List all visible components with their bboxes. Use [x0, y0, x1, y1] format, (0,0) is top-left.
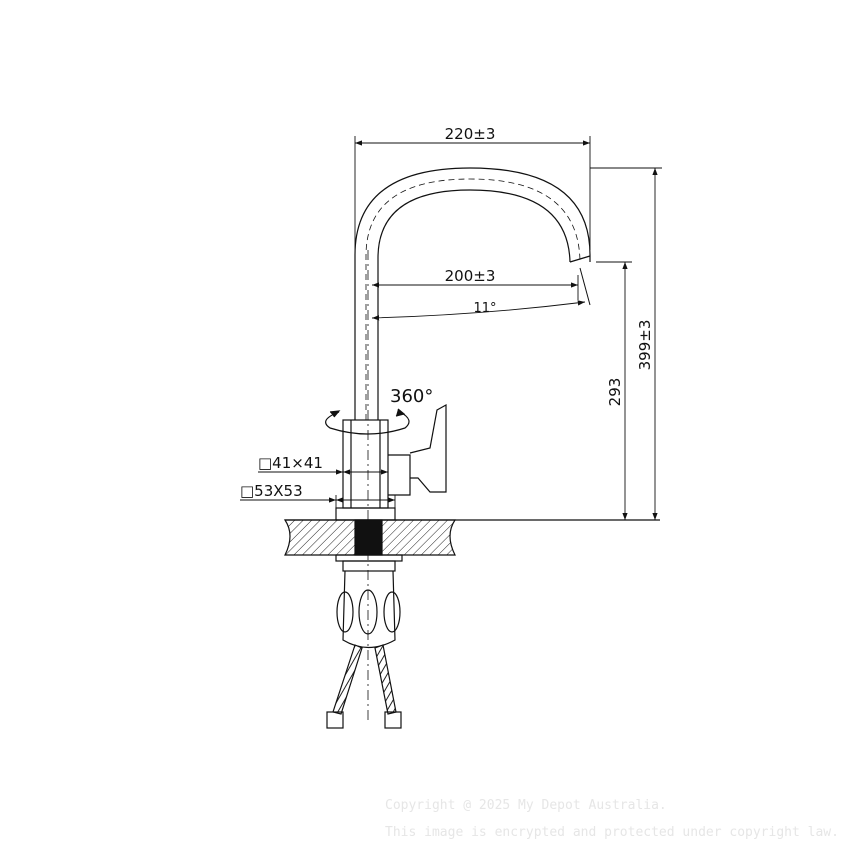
countertop-section: [283, 519, 660, 556]
dim-spout-height: 293: [606, 378, 624, 407]
faucet-body: [335, 403, 447, 521]
mounting-shank: [335, 554, 403, 649]
spout: [354, 167, 591, 420]
watermark-copyright: Copyright @ 2025 My Depot Australia.: [385, 798, 667, 813]
watermark-notice: This image is encrypted and protected un…: [385, 825, 839, 840]
dim-spout-reach: 200±3: [445, 267, 496, 285]
dimension-lines: [240, 136, 662, 520]
dim-base-size: □53X53: [240, 482, 303, 500]
dim-spout-angle: 11°: [473, 301, 496, 316]
dim-body-size: □41×41: [258, 454, 323, 472]
dim-rotation: 360°: [390, 386, 433, 407]
dim-overall-reach: 220±3: [445, 125, 496, 143]
rotation-arrow-icon: [325, 408, 410, 435]
dim-overall-height: 399±3: [636, 320, 654, 371]
supply-hoses: [326, 644, 402, 729]
